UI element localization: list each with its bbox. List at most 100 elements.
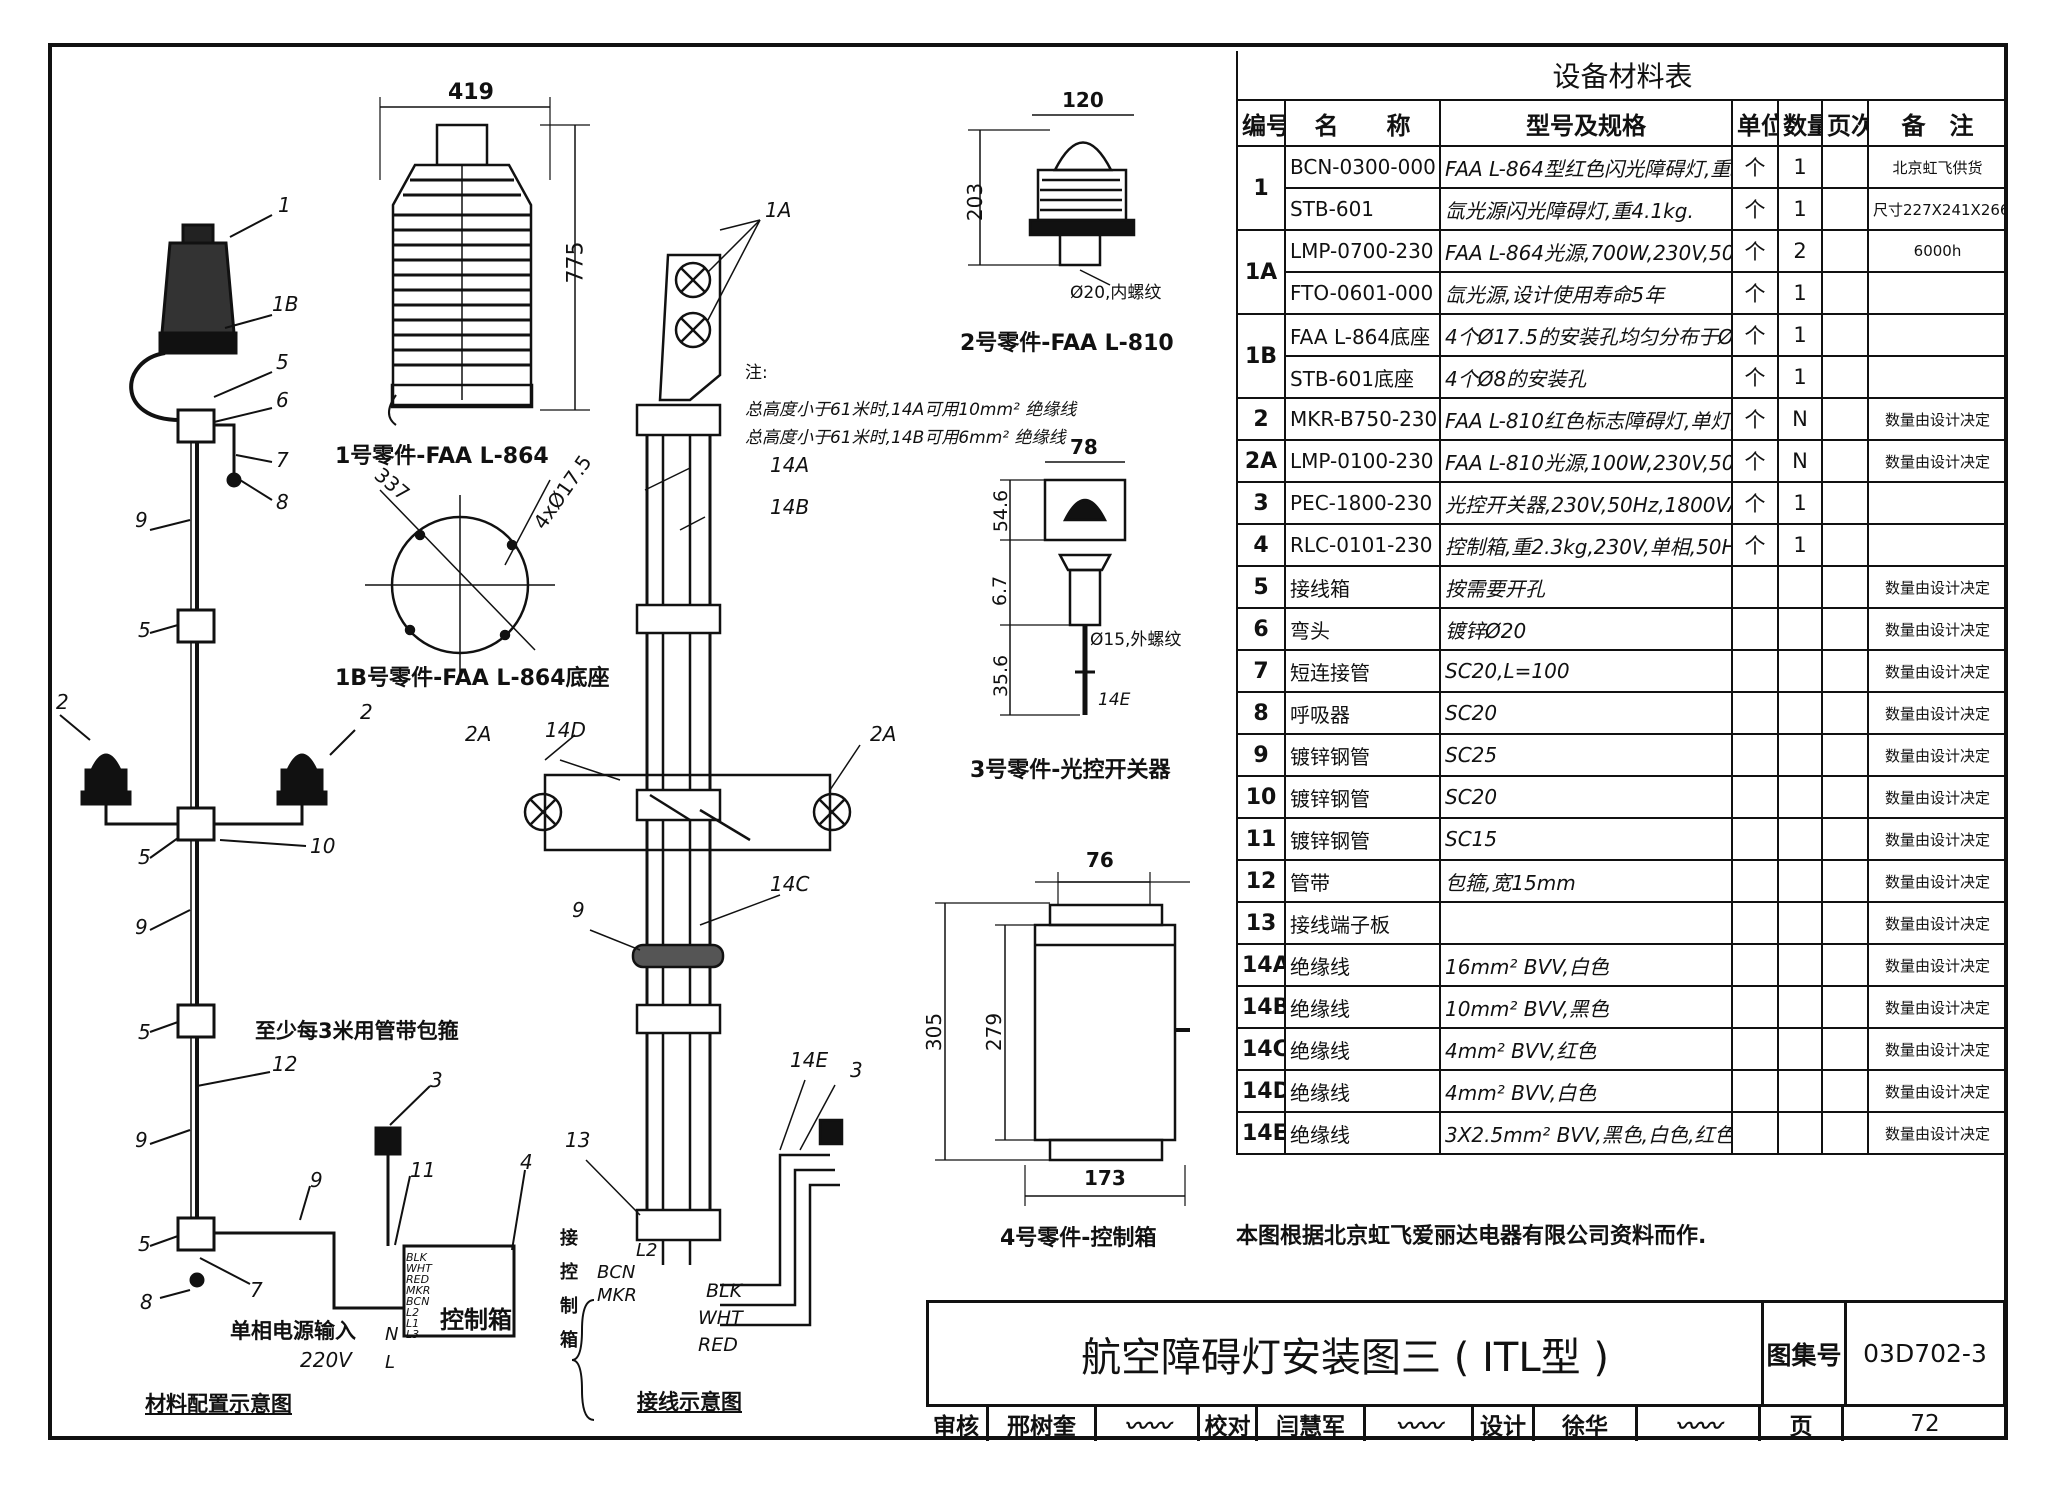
cell-qty bbox=[1777, 1069, 1823, 1113]
terminal-label: L2 bbox=[406, 1306, 420, 1319]
part2-height-label: 203 bbox=[963, 182, 988, 222]
checker-name: 闫慧军 bbox=[1258, 1407, 1366, 1441]
cell-note: 尺寸227X241X266 bbox=[1866, 187, 2009, 231]
cell-unit bbox=[1731, 565, 1779, 609]
cell-name: LMP-0700-230 bbox=[1284, 229, 1441, 273]
cell-page bbox=[1821, 1069, 1869, 1113]
cell-spec: FAA L-864型红色闪光障碍灯,重30.9kg. bbox=[1439, 145, 1733, 189]
cell-page bbox=[1821, 313, 1869, 357]
cell-qty bbox=[1777, 859, 1823, 903]
check-label: 校对 bbox=[1200, 1407, 1258, 1441]
cell-unit: 个 bbox=[1731, 145, 1779, 189]
cell-unit bbox=[1731, 943, 1779, 987]
cell-name: 短连接管 bbox=[1284, 649, 1441, 693]
reviewer-signature: 〰〰 bbox=[1097, 1407, 1200, 1441]
cell-qty bbox=[1777, 985, 1823, 1029]
callout-8b: 8 bbox=[140, 1290, 153, 1314]
cell-qty bbox=[1777, 817, 1823, 861]
cell-note bbox=[1866, 355, 2009, 399]
cell-qty bbox=[1777, 1111, 1823, 1155]
source-note: 本图根据北京虹飞爱丽达电器有限公司资料而作. bbox=[1236, 1224, 1707, 1249]
part2-thread-label: Ø20,内螺纹 bbox=[1070, 283, 1162, 303]
cell-unit bbox=[1731, 775, 1779, 819]
callout-2a: 2 bbox=[56, 690, 69, 714]
cell-qty bbox=[1777, 565, 1823, 609]
cell-qty: N bbox=[1777, 439, 1823, 483]
cell-page bbox=[1821, 817, 1869, 861]
cell-no: 14C bbox=[1236, 1027, 1286, 1071]
cell-spec: 16mm² BVV,白色 bbox=[1439, 943, 1733, 987]
cell-spec: 4mm² BVV,红色 bbox=[1439, 1027, 1733, 1071]
cell-qty: 1 bbox=[1777, 145, 1823, 189]
cell-note: 数量由设计决定 bbox=[1866, 397, 2009, 441]
cell-no: 8 bbox=[1236, 691, 1286, 735]
atlas-label: 图集号 bbox=[1761, 1300, 1847, 1407]
cell-qty: 1 bbox=[1777, 523, 1823, 567]
part-1b-base-drawing bbox=[365, 479, 555, 675]
cell-note: 数量由设计决定 bbox=[1866, 565, 2009, 609]
table-header-row: 编号 名 称 型号及规格 单位 数量 页次 备 注 bbox=[1236, 99, 2009, 147]
left-caption: 材料配置示意图 bbox=[145, 1392, 292, 1416]
callout-12a: 12 bbox=[272, 1052, 298, 1076]
cell-qty bbox=[1777, 649, 1823, 693]
cell-unit: 个 bbox=[1731, 313, 1779, 357]
cell-no: 3 bbox=[1236, 481, 1286, 525]
cell-spec: FAA L-810光源,100W,230V,50Hz bbox=[1439, 439, 1733, 483]
cell-no: 11 bbox=[1236, 817, 1286, 861]
cell-qty: N bbox=[1777, 397, 1823, 441]
callout-10: 10 bbox=[310, 834, 336, 858]
cell-qty bbox=[1777, 607, 1823, 651]
part3-caption: 3号零件-光控开关器 bbox=[970, 758, 1171, 783]
wiring-diagram bbox=[523, 219, 861, 1421]
callout-1: 1 bbox=[278, 193, 291, 217]
cell-name: 绝缘线 bbox=[1284, 1069, 1441, 1113]
cell-name: FTO-0601-000 bbox=[1284, 271, 1441, 315]
cell-no: 2A bbox=[1236, 439, 1286, 483]
cell-qty bbox=[1777, 775, 1823, 819]
cell-note: 数量由设计决定 bbox=[1866, 817, 2009, 861]
cell-unit: 个 bbox=[1731, 355, 1779, 399]
cell-name: 呼吸器 bbox=[1284, 691, 1441, 735]
cell-name: FAA L-864底座 bbox=[1284, 313, 1441, 357]
cell-no: 14B bbox=[1236, 985, 1286, 1029]
cell-note: 数量由设计决定 bbox=[1866, 901, 2009, 945]
cell-note: 数量由设计决定 bbox=[1866, 943, 2009, 987]
cell-unit bbox=[1731, 901, 1779, 945]
cell-unit: 个 bbox=[1731, 523, 1779, 567]
cell-name: 接线端子板 bbox=[1284, 901, 1441, 945]
cell-no: 1A bbox=[1236, 229, 1286, 315]
control-box-label: 控制箱 bbox=[440, 1306, 512, 1334]
cell-no: 10 bbox=[1236, 775, 1286, 819]
part4-h2-label: 279 bbox=[982, 1012, 1007, 1052]
cell-spec bbox=[1439, 901, 1733, 945]
material-table: 设备材料表 编号 名 称 型号及规格 单位 数量 页次 备 注 1BCN-030… bbox=[1235, 51, 2009, 1155]
cell-name: 绝缘线 bbox=[1284, 1027, 1441, 1071]
part3-d1-label: 54.6 bbox=[990, 489, 1013, 533]
cell-spec: 氙光源,设计使用寿命5年 bbox=[1439, 271, 1733, 315]
part3-14e-label: 14E bbox=[1098, 690, 1131, 710]
col-header-spec: 型号及规格 bbox=[1439, 99, 1733, 147]
cell-unit: 个 bbox=[1731, 397, 1779, 441]
cell-unit: 个 bbox=[1731, 481, 1779, 525]
cell-no: 4 bbox=[1236, 523, 1286, 567]
cell-unit bbox=[1731, 1111, 1779, 1155]
callout-7b: 7 bbox=[250, 1278, 263, 1302]
cell-page bbox=[1821, 523, 1869, 567]
cell-page bbox=[1821, 859, 1869, 903]
terminal-label: L3 bbox=[406, 1328, 420, 1341]
reviewer-name: 邢树奎 bbox=[989, 1407, 1097, 1441]
cell-note bbox=[1866, 523, 2009, 567]
cell-name: STB-601底座 bbox=[1284, 355, 1441, 399]
cell-name: 接线箱 bbox=[1284, 565, 1441, 609]
callout-14a: 14A bbox=[770, 453, 810, 477]
cell-unit bbox=[1731, 649, 1779, 693]
lamp-2-right-icon bbox=[276, 753, 328, 806]
